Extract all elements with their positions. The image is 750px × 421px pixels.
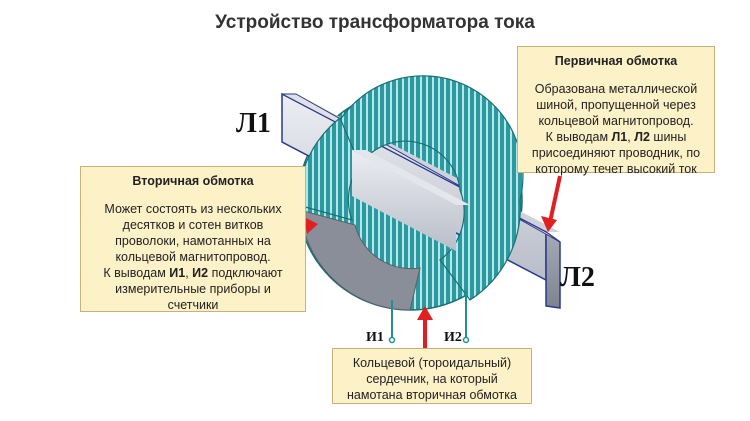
secondary-winding-callout: Вторичная обмотка Может состоять из неск… [80,166,306,312]
callout-line: которому течет высокий ток [535,162,697,176]
callout-line: присоединяют проводник, по [531,146,701,160]
callout-line: Кольцевой (тороидальный) [352,356,512,370]
callout-line: намотана вторичная обмотка [347,388,517,402]
callout-line: проволоки, намотанных на [115,234,271,248]
callout-line: сердечник, на который [366,372,498,386]
terminal-l2-label: Л2 [560,262,595,293]
callout-line: счетчики [167,298,219,312]
arrow-to-core [417,306,433,350]
callout-line: шиной, пропущенной через [536,98,696,112]
callout-line: кольцевой магнитопровод. [538,114,694,128]
diagram-title: Устройство трансформатора тока [215,12,535,33]
arrow-to-primary [541,175,562,232]
callout-line: К выводам И1, И2 подключают [103,266,283,280]
toroidal-core-front [297,75,524,311]
terminal-i1-label: И1 [366,330,384,345]
callout-line: К выводам Л1, Л2 шины [545,130,687,144]
callout-heading: Первичная обмотка [554,54,678,68]
callout-line: десятков и сотен витков [122,218,264,232]
terminal-i2-label: И2 [444,330,462,345]
callout-line: измерительные приборы и [115,282,271,296]
core-callout: Кольцевой (тороидальный) сердечник, на к… [332,348,532,404]
primary-busbar-front [352,150,470,251]
callout-heading: Вторичная обмотка [132,174,254,188]
callout-line: Образована металлической [534,82,698,96]
callout-line: кольцевой магнитопровод. [115,250,271,264]
primary-winding-callout: Первичная обмотка Образована металлическ… [517,46,715,176]
callout-line: Может состоять из нескольких [104,202,282,216]
secondary-terminals [388,290,470,344]
terminal-l1-label: Л1 [236,108,271,139]
